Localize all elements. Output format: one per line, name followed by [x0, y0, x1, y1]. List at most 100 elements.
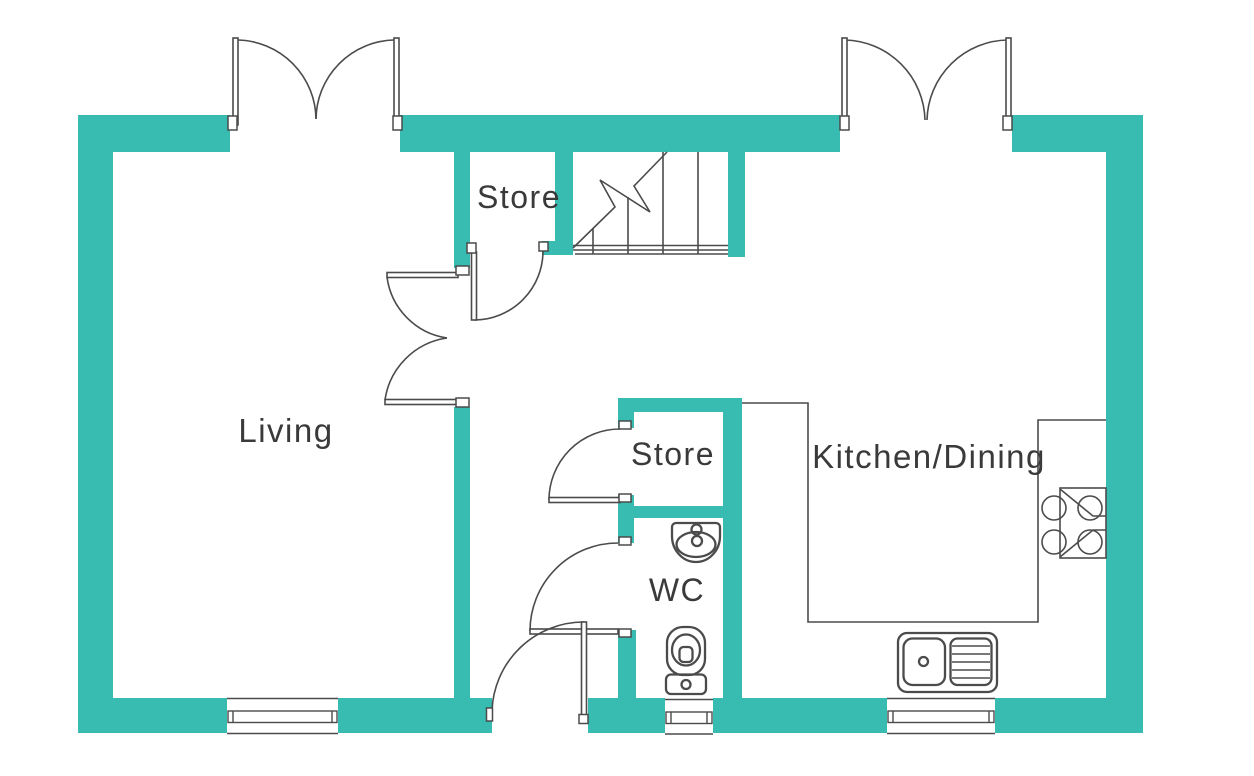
front-door [485, 621, 589, 725]
door-swing-arc [386, 276, 448, 339]
store-mid-door [548, 420, 632, 504]
window-living [227, 697, 338, 735]
hob-icon [1041, 487, 1107, 559]
door-jamb [578, 713, 589, 725]
wall-store-wc-divider [618, 506, 723, 518]
sink-drainer-ridges [952, 645, 990, 679]
door-leaf [386, 271, 459, 279]
store-top-door [466, 241, 549, 321]
room-label-store-top: Store [477, 179, 561, 215]
sink-unit [896, 631, 999, 694]
sink-drainer [949, 637, 993, 687]
stair-break-line [572, 151, 668, 249]
kitchen-sink-icon [896, 631, 999, 694]
toilet-icon [664, 625, 708, 696]
wall-top-middle [400, 115, 840, 152]
french-doors-kitchen [839, 37, 1013, 131]
door-jamb [392, 115, 403, 131]
wall-stairs-right [728, 152, 745, 257]
window-glazing [887, 710, 995, 724]
hob-burner [1041, 529, 1067, 555]
door-swing-arc [315, 39, 395, 120]
wall-living-hall-upper [454, 152, 470, 268]
toilet-bowl [670, 633, 702, 667]
basin-tap [690, 523, 703, 536]
wall-wc-left-lower [618, 630, 636, 698]
door-jamb [618, 420, 632, 430]
wall-left [78, 115, 113, 733]
french-doors-living [227, 37, 403, 131]
door-leaf [841, 37, 848, 126]
door-leaf [232, 37, 239, 126]
window-glazing-tick [232, 711, 333, 723]
room-label-wc: WC [649, 572, 705, 608]
window-glazing [227, 710, 338, 724]
toilet-button [680, 678, 692, 691]
staircase [572, 151, 728, 255]
exterior-walls [78, 115, 1143, 733]
door-jamb [485, 707, 494, 722]
hob-burner [1077, 529, 1103, 555]
door-leaf [1005, 37, 1012, 126]
wall-bottom-3 [588, 698, 665, 733]
door-swing-arc [237, 39, 317, 120]
toilet-cistern [664, 673, 708, 696]
wall-store-wc-right [723, 412, 742, 698]
door-jamb [1002, 115, 1013, 131]
kitchen-counter-outline [742, 402, 1106, 623]
room-label-kitchen: Kitchen/Dining [812, 438, 1046, 475]
basin-drain [690, 534, 704, 548]
door-swing-arc [548, 428, 621, 501]
door-jamb [839, 115, 850, 131]
hob-detail-line [1059, 488, 1106, 517]
interior-walls [454, 152, 745, 698]
window-wc [665, 698, 713, 735]
sink-basin [902, 637, 947, 687]
door-jamb [455, 265, 470, 276]
sink-drain [917, 655, 930, 668]
door-leaf [580, 621, 588, 716]
door-leaf [529, 628, 619, 635]
wall-top-left [78, 115, 230, 152]
door-jamb [538, 241, 549, 252]
wall-store-mid-top [618, 398, 742, 412]
room-label-store-mid: Store [631, 436, 715, 472]
door-jamb [466, 242, 477, 254]
door-leaf [470, 251, 478, 321]
door-jamb [618, 628, 632, 638]
door-jamb [618, 493, 632, 503]
wall-bottom-1 [78, 698, 227, 733]
door-jamb [455, 397, 470, 408]
door-swing-arc [384, 337, 448, 401]
toilet-flush [678, 645, 694, 664]
window-glazing-tick [670, 712, 708, 724]
hob-burner [1041, 495, 1067, 521]
basin-icon [670, 521, 722, 564]
wall-store-top-right [555, 152, 573, 255]
hob-body [1059, 487, 1107, 559]
door-jamb [227, 115, 238, 131]
door-swing-arc [844, 39, 926, 121]
door-leaf [548, 496, 621, 504]
window-kitchen [887, 697, 995, 735]
window-glazing-tick [892, 711, 990, 723]
door-jamb [618, 536, 632, 546]
wall-living-hall-lower [454, 407, 470, 698]
door-swing-arc [491, 621, 585, 712]
door-swing-arc [474, 250, 544, 321]
basin-outline [670, 521, 722, 564]
door-swing-arc [926, 39, 1009, 121]
window-glazing [665, 711, 713, 725]
door-leaf [393, 37, 400, 126]
basin-bowl [675, 530, 717, 559]
door-swing-arc [529, 542, 619, 632]
wall-bottom-5 [995, 698, 1143, 733]
door-leaf [384, 398, 459, 406]
living-double-doors [384, 265, 470, 408]
hob-burner [1077, 495, 1103, 521]
wc-door [529, 536, 632, 638]
room-label-living: Living [238, 412, 333, 449]
wall-bottom-4 [713, 698, 887, 733]
